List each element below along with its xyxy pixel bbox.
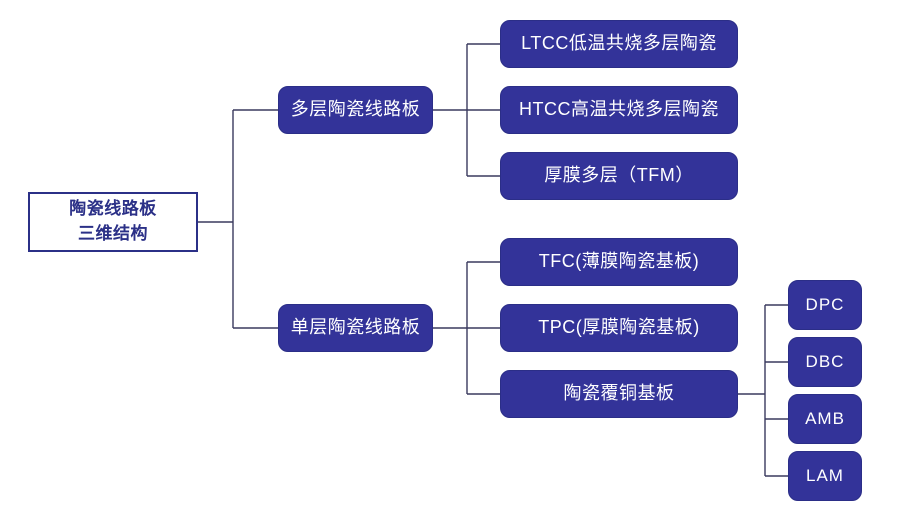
node-multilayer-ceramic-board: 多层陶瓷线路板 (278, 86, 433, 134)
node-htcc: HTCC高温共烧多层陶瓷 (500, 86, 738, 134)
node-dbc: DBC (788, 337, 862, 387)
root-label-line1: 陶瓷线路板 (69, 199, 157, 219)
node-dpc: DPC (788, 280, 862, 330)
node-tpc: TPC(厚膜陶瓷基板) (500, 304, 738, 352)
node-label: 厚膜多层（TFM） (544, 165, 694, 186)
node-label: DPC (805, 294, 845, 314)
node-root-ceramic-board-structure: 陶瓷线路板 三维结构 (28, 192, 198, 252)
connector-leaf-spine (738, 304, 788, 477)
node-label: 单层陶瓷线路板 (290, 317, 421, 338)
node-amb: AMB (788, 394, 862, 444)
node-ltcc: LTCC低温共烧多层陶瓷 (500, 20, 738, 68)
connector-branch1-spine (433, 43, 500, 177)
node-label: 多层陶瓷线路板 (290, 99, 421, 120)
node-copper-clad-ceramic-substrate: 陶瓷覆铜基板 (500, 370, 738, 418)
node-lam: LAM (788, 451, 862, 501)
node-label: LAM (806, 465, 844, 485)
node-label: HTCC高温共烧多层陶瓷 (519, 99, 719, 120)
node-label: TFC(薄膜陶瓷基板) (538, 251, 700, 272)
node-label: TPC(厚膜陶瓷基板) (538, 317, 700, 338)
root-label-line2: 三维结构 (78, 224, 148, 243)
node-singlelayer-ceramic-board: 单层陶瓷线路板 (278, 304, 433, 352)
connector-branch2-spine (433, 261, 500, 395)
connector-root-spine (198, 109, 278, 329)
node-tfc: TFC(薄膜陶瓷基板) (500, 238, 738, 286)
node-label: 陶瓷覆铜基板 (563, 383, 675, 404)
node-label: DBC (805, 351, 845, 371)
node-label: AMB (805, 408, 845, 428)
node-label: LTCC低温共烧多层陶瓷 (521, 33, 717, 54)
node-tfm: 厚膜多层（TFM） (500, 152, 738, 200)
